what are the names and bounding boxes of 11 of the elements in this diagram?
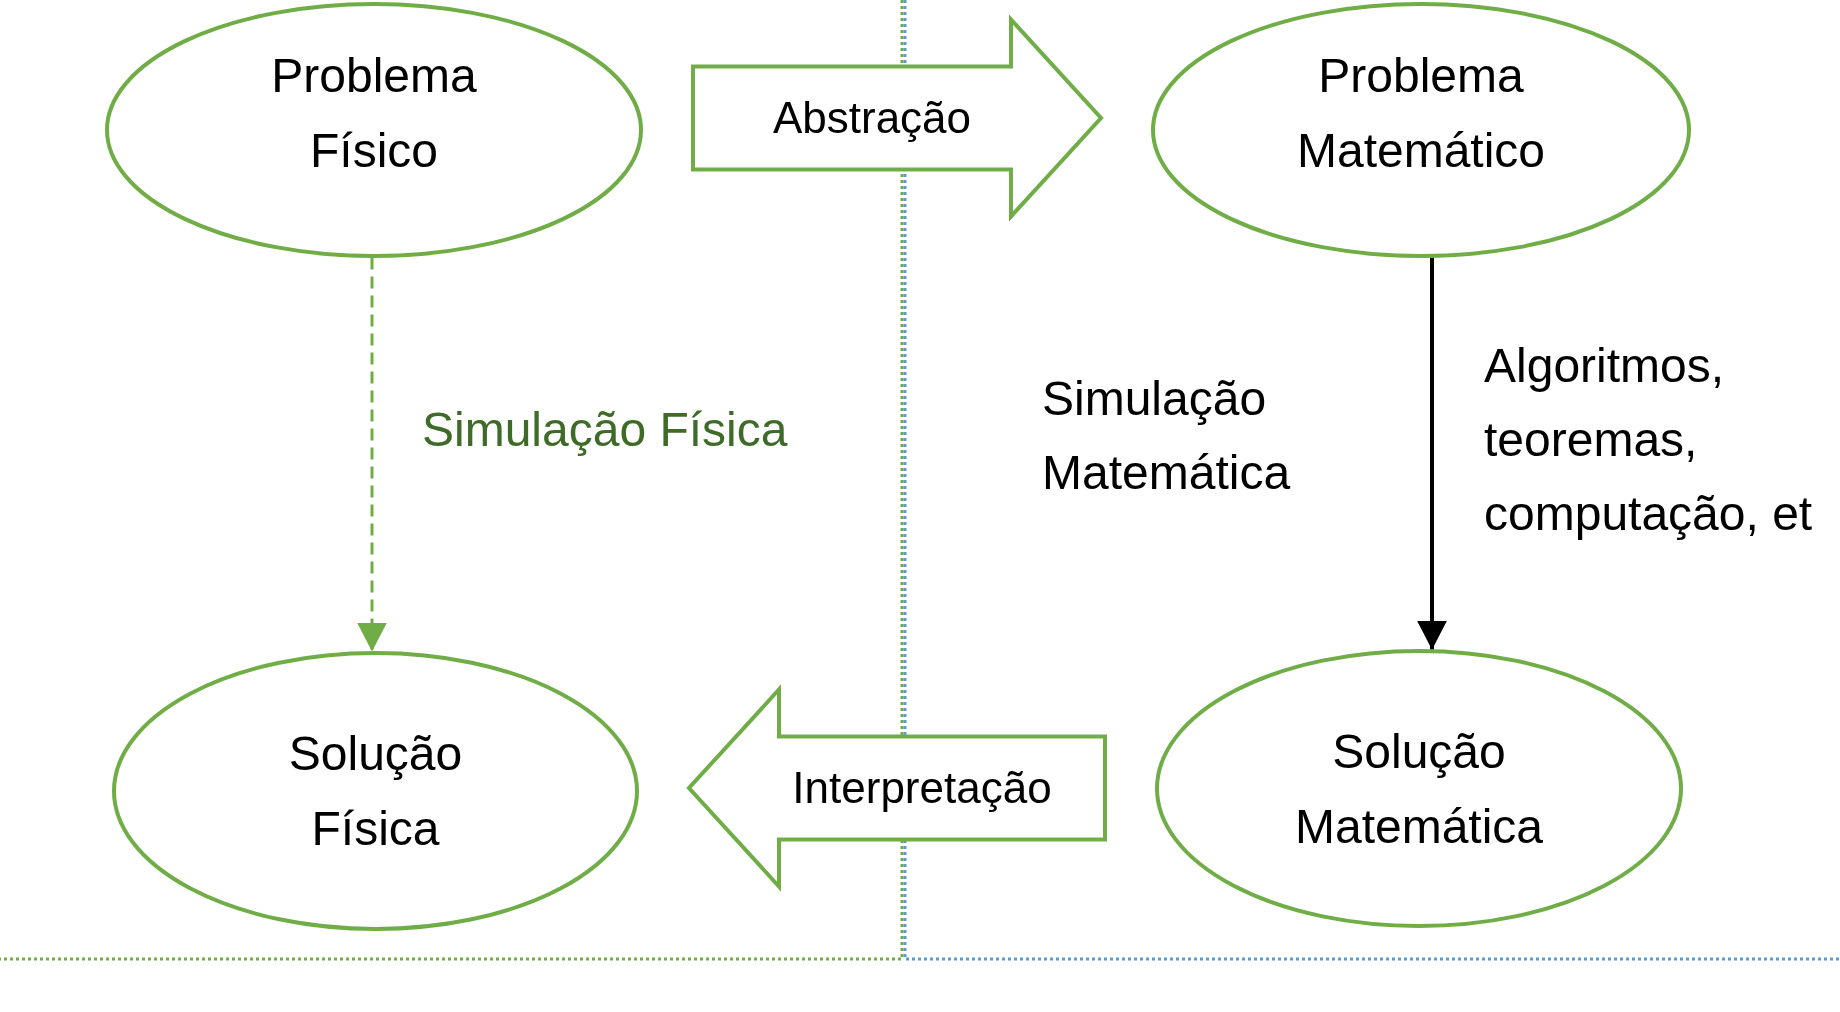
annotation-text: Algoritmos, teoremas, computação, et — [1484, 338, 1814, 542]
node-label: Solução Matemática — [1293, 723, 1545, 855]
ellipse-node — [112, 651, 639, 931]
node-label: Problema Físico — [270, 48, 478, 179]
node-label: Solução Física — [287, 726, 464, 857]
arrow — [1417, 257, 1447, 650]
dashed-arrow — [357, 257, 387, 652]
ellipse-node — [1151, 2, 1691, 258]
node-label: Problema Matemático — [1295, 48, 1547, 179]
ellipse-node — [1155, 649, 1683, 928]
ellipse-node — [105, 2, 643, 258]
